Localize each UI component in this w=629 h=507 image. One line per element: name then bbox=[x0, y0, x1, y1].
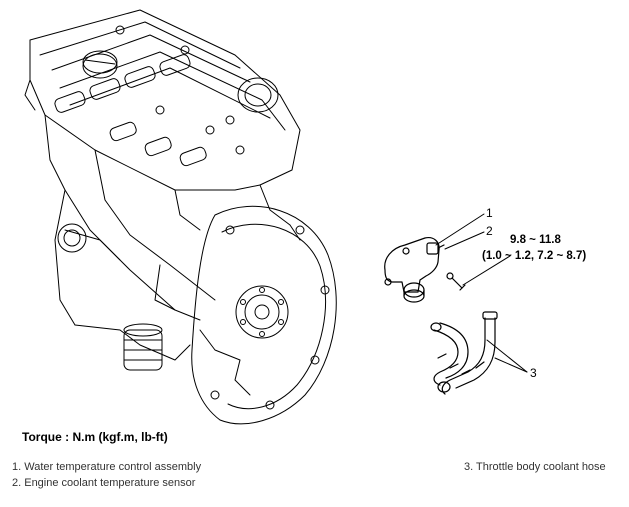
leader-lines bbox=[435, 213, 528, 373]
legend-item-1: 1. Water temperature control assembly bbox=[12, 461, 202, 473]
torque-value-alt: (1.0 ~ 1.2, 7.2 ~ 8.7) bbox=[482, 250, 587, 262]
legend-item-3: 3. Throttle body coolant hose bbox=[464, 461, 606, 473]
coolant-hose-drawing bbox=[430, 311, 498, 395]
callout-2: 2 bbox=[486, 224, 493, 238]
torque-title: Torque : N.m (kgf.m, lb-ft) bbox=[22, 430, 168, 444]
engine-drawing bbox=[24, 9, 337, 425]
torque-value: 9.8 ~ 11.8 bbox=[510, 234, 561, 246]
callout-1: 1 bbox=[486, 206, 493, 220]
legend-item-2: 2. Engine coolant temperature sensor bbox=[12, 477, 196, 489]
thermostat-housing-drawing bbox=[384, 237, 466, 303]
callout-3: 3 bbox=[530, 366, 537, 380]
